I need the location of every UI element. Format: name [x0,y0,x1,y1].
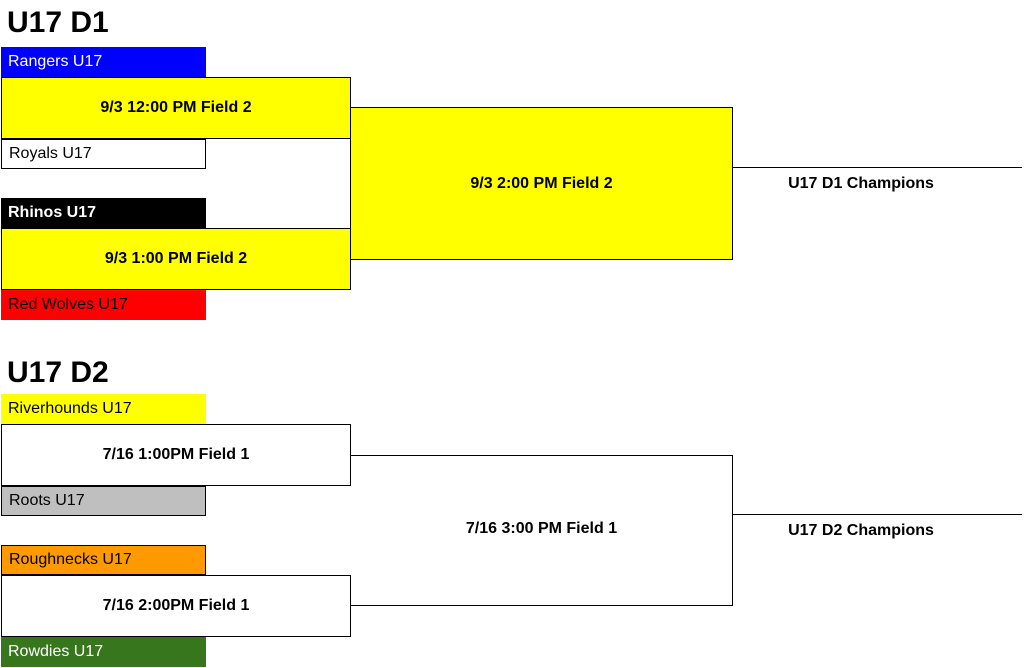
final-connector-top-d2 [350,455,733,456]
game-final-d1: 9/3 2:00 PM Field 2 [350,107,733,260]
champion-line-d1 [732,167,1022,168]
team-slot-rowdies: Rowdies U17 [1,637,206,667]
game-semifinal-1-d1: 9/3 12:00 PM Field 2 [1,77,351,139]
bracket-title-d2: U17 D2 [7,356,109,389]
final-connector-vertical-d2 [732,455,733,606]
champion-label-d1: U17 D1 Champions [788,175,934,192]
team-slot-roughnecks: Roughnecks U17 [1,545,206,575]
game-semifinal-2-d1: 9/3 1:00 PM Field 2 [1,228,351,290]
final-connector-bottom-d2 [350,605,733,606]
bracket-title-d1: U17 D1 [7,6,109,39]
team-slot-rangers: Rangers U17 [1,47,206,77]
champion-label-d2: U17 D2 Champions [788,522,934,539]
team-slot-riverhounds: Riverhounds U17 [1,394,206,424]
game-semifinal-2-d2: 7/16 2:00PM Field 1 [1,575,351,637]
champion-line-d2 [732,514,1022,515]
game-semifinal-1-d2: 7/16 1:00PM Field 1 [1,424,351,486]
team-slot-royals: Royals U17 [1,139,206,169]
team-slot-red-wolves: Red Wolves U17 [1,290,206,320]
team-slot-roots: Roots U17 [1,486,206,516]
team-slot-rhinos: Rhinos U17 [1,198,206,228]
game-final-d2: 7/16 3:00 PM Field 1 [465,520,618,537]
